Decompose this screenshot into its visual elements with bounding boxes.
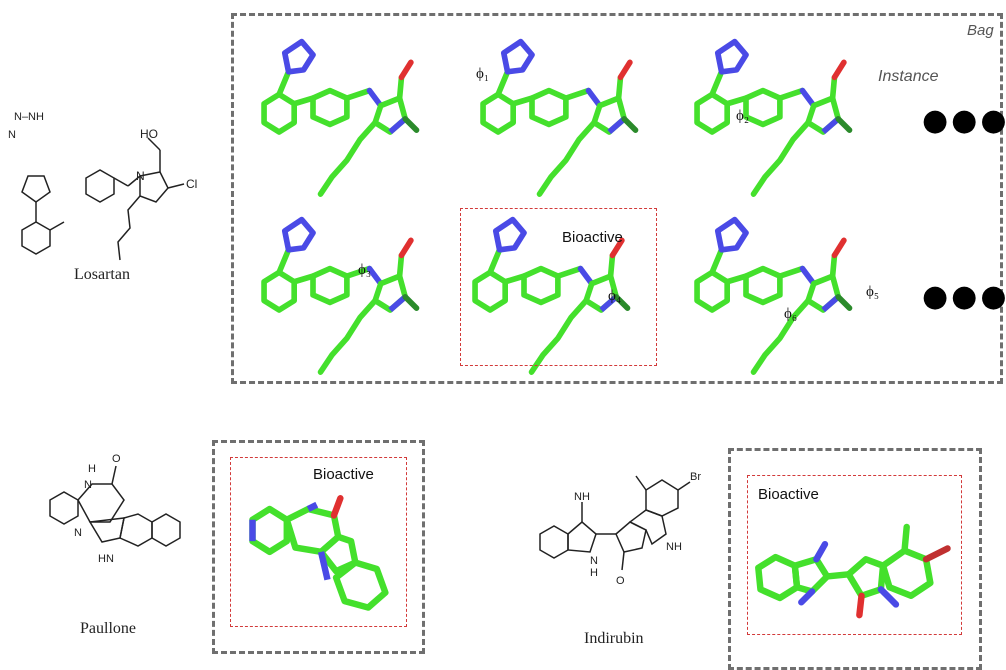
indirubin-bioactive-box — [747, 475, 962, 635]
paullone-atom-hn: HN — [98, 553, 114, 565]
losartan-atom-n: N — [136, 169, 145, 183]
losartan-structure: N–NH N N HO Cl — [8, 111, 197, 261]
paullone-atom-h: H — [88, 463, 96, 475]
losartan-bioactive-label: Bioactive — [562, 229, 623, 246]
indirubin-atom-o: O — [616, 575, 625, 587]
instance-label: Instance — [878, 68, 939, 85]
paullone-conformer — [240, 494, 400, 614]
losartan-atom-nh: N–NH — [14, 111, 44, 123]
paullone-name: Paullone — [80, 620, 136, 637]
conformer-instance-1 — [255, 36, 435, 196]
paullone-bag — [212, 440, 425, 654]
losartan-atom-n-left: N — [8, 129, 16, 141]
indirubin-conformer — [754, 520, 954, 620]
losartan-bioactive-box — [460, 208, 657, 366]
conformer-instance-4 — [255, 214, 435, 374]
conformer-instance-3 — [688, 36, 868, 196]
paullone-bioactive-box — [230, 457, 407, 627]
phi-4: ϕ₄ — [608, 288, 622, 304]
losartan-atom-ho: HO — [140, 127, 158, 141]
losartan-atom-cl: Cl — [186, 177, 197, 191]
losartan-bag — [231, 13, 1003, 384]
indirubin-atom-nh2: NH — [666, 541, 682, 553]
losartan-name: Losartan — [74, 266, 130, 283]
ellipsis-row-2: ●●● — [922, 279, 1006, 314]
paullone-structure: H O N N HN — [49, 453, 181, 565]
phi-5: ϕ₅ — [866, 284, 880, 300]
paullone-atom-n: N — [84, 479, 92, 491]
paullone-atom-n2: N — [74, 527, 82, 539]
indirubin-atom-n: N — [590, 555, 598, 567]
paullone-bioactive-label: Bioactive — [313, 466, 374, 483]
indirubin-structure: NH Br NH N H O — [539, 471, 701, 587]
phi-3: ϕ₃ — [358, 262, 372, 278]
conformer-instance-6 — [688, 214, 868, 374]
ellipsis-row-1: ●●● — [922, 103, 1006, 138]
indirubin-name: Indirubin — [584, 630, 644, 647]
conformer-instance-2 — [474, 36, 654, 196]
phi-1: ϕ₁ — [476, 66, 490, 82]
paullone-atom-o: O — [112, 453, 121, 465]
phi-6: ϕ₆ — [784, 306, 798, 322]
phi-2: ϕ₂ — [736, 108, 750, 124]
indirubin-bioactive-label: Bioactive — [758, 486, 819, 503]
bag-label: Bag — [967, 22, 994, 39]
indirubin-atom-h: H — [590, 567, 598, 579]
indirubin-atom-nh: NH — [574, 491, 590, 503]
indirubin-atom-br: Br — [690, 471, 701, 483]
